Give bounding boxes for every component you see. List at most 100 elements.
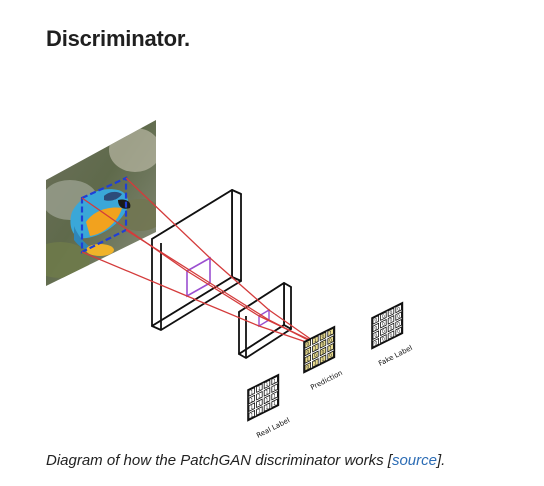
grid-cell [319,339,327,349]
grid-cell [271,390,278,401]
grid-frame [371,301,404,350]
projection-lines [81,177,313,345]
conv-layer-large [151,189,242,331]
grid-cell [372,330,380,340]
grid-cell [372,315,380,325]
grid-cell [304,361,312,372]
grid-cell-value: 0 [390,318,393,324]
section-title: Discriminator. [46,26,190,51]
grid-cell-value: 0 [374,333,377,339]
grid-cell [271,398,278,409]
grid-cell [256,398,263,409]
grid-cell-value: 0 [306,349,309,355]
grid-cell [312,358,319,368]
source-link[interactable]: source [391,452,437,469]
grid-cell-value: 1 [329,346,332,352]
grid-cell [319,331,327,342]
grid-cell [327,342,334,353]
grid-cell [312,350,319,361]
grid-cell [380,318,387,329]
grid-cell [263,394,271,405]
grid-cell [271,375,278,386]
grid-cell-value: 0 [374,341,377,347]
grid-cell-value: 1 [273,394,276,400]
grid-cell-value: 1 [266,397,269,403]
grid-cell-value: 0 [382,314,385,320]
grid-cell [256,406,263,416]
grid-cell-value: 0 [397,322,400,328]
grid-cell-value: 1 [258,409,261,415]
grid-cell [380,311,387,321]
grid-cell-value: 1 [266,390,269,396]
grid-cell [271,383,278,393]
grid-cell-value: 1 [250,390,253,396]
grid-cell-value: 0 [390,333,393,339]
grid-cell [248,402,256,412]
grid-cell [327,335,334,345]
grid-cell [372,337,380,348]
grid-frame [303,325,336,374]
grid-cell-value: 1 [322,357,325,363]
grid-cell [319,354,327,364]
grid-cell-value: 0 [382,329,385,335]
grid-cell [387,330,395,340]
grid-cell [319,346,327,357]
grid-cell [248,409,256,420]
grid-cell-value: 1 [314,346,317,352]
real-label-text: Real Label [255,416,291,440]
grid-cell [380,334,387,344]
grid-cell [395,326,402,337]
grid-cell [263,379,271,390]
prediction-label: Prediction [309,369,344,392]
grid-cell-value: 0 [306,342,309,348]
grid-cell [304,339,312,349]
grid-cell-value: 1 [273,386,276,392]
grid-cell-value: 1 [314,361,317,367]
grid-cell [312,335,319,345]
grid-cell [327,327,334,338]
grid-cell-value: 1 [266,405,269,411]
grid-cell [327,350,334,361]
grid-cell-value: 1 [273,378,276,384]
grid-cell [372,322,380,333]
grid-cell-value: 0 [397,329,400,335]
grid-cell [387,322,395,333]
grid-cell [387,307,395,318]
grid-cell [304,354,312,364]
grid-cell-value: 0 [374,325,377,331]
conv-layer-small [238,282,292,359]
grid-cell-value: 1 [329,330,332,336]
grid-cell-value: 0 [397,314,400,320]
grid-cell-value: 0 [374,318,377,324]
grid-cell-value: 0 [397,306,400,312]
grid-cell-value: 0 [329,353,332,359]
grid-cell [248,394,256,405]
grid-cell-value: 1 [273,401,276,407]
grid-cell [395,303,402,314]
grid-cell-value: 0 [382,322,385,328]
grid-cell-value: 0 [322,342,325,348]
grid-cell-value: 1 [250,397,253,403]
grid-cell-value: 0 [322,334,325,340]
grid-cell [395,318,402,329]
grid-cell-value: 1 [258,401,261,407]
caption-text: Diagram of how the PatchGAN discriminato… [46,452,392,469]
grid-cell [263,402,271,412]
grid-cell [248,387,256,397]
grid-cell-value: 0 [314,353,317,359]
grid-cell [263,387,271,397]
figure-caption: Diagram of how the PatchGAN discriminato… [46,452,445,469]
grid-cell [395,311,402,321]
fake-label-text: Fake Label [377,344,414,368]
grid-cell-value: 0 [306,365,309,371]
grid-cell-value: 0 [329,338,332,344]
grid-cell-value: 1 [250,405,253,411]
grid-cell [387,315,395,325]
grid-cell [256,383,263,393]
grid-cell [380,326,387,337]
grid-cell-value: 1 [306,357,309,363]
grid-cell-value: 1 [314,338,317,344]
